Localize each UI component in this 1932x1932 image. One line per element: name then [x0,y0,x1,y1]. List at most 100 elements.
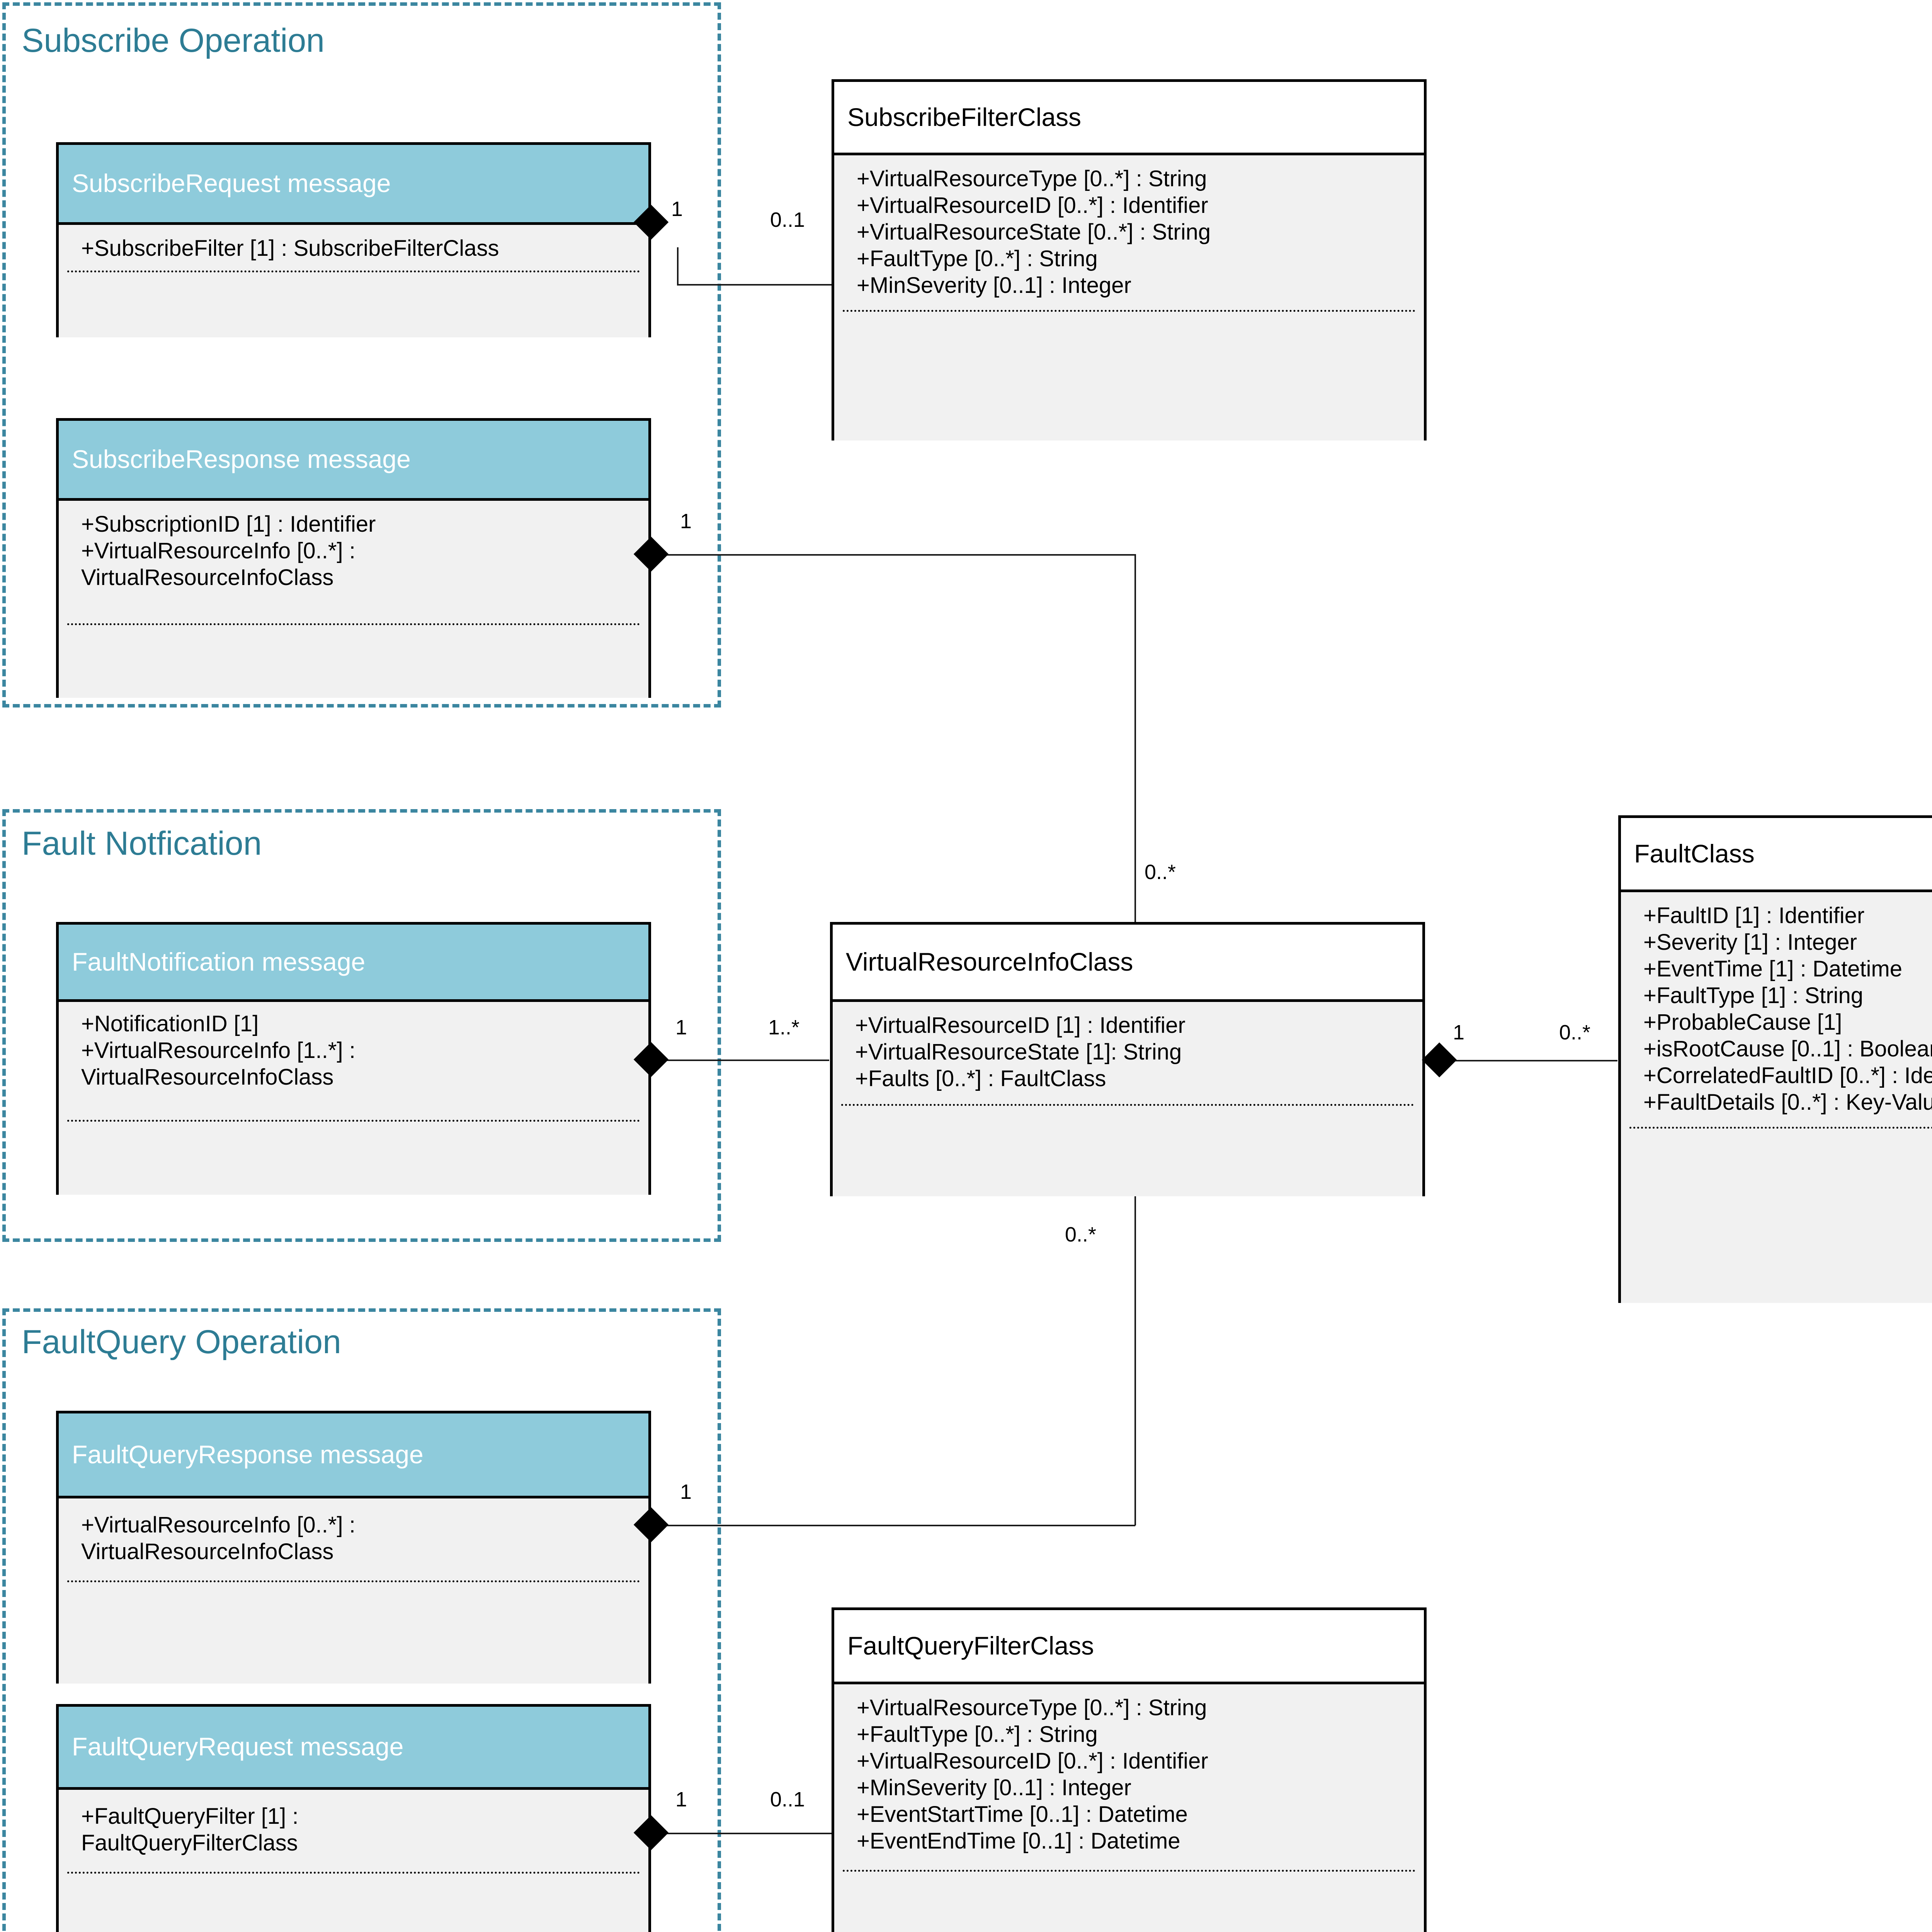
attribute-row: +CorrelatedFaultID [0..*] : Identifier [1643,1063,1932,1088]
group-title-fault-query-operation: FaultQuery Operation [22,1323,341,1361]
box-title-fault-class: FaultClass [1634,839,1755,868]
attribute-row: +VirtualResourceID [0..*] : Identifier [857,1748,1208,1774]
box-title-subscribe-request: SubscribeRequest message [72,169,391,198]
multiplicity-fault-class-end: 0..* [1559,1021,1591,1044]
attribute-row: +FaultDetails [0..*] : Key-Value pairs [1643,1090,1932,1115]
connector-fault-query-response-vri-horizontal [665,1525,1135,1526]
compartment-separator [843,310,1415,312]
box-title-fault-query-request: FaultQueryRequest message [72,1732,404,1761]
box-header-fault-class: FaultClass [1621,818,1932,892]
box-subscribe-request-message[interactable]: SubscribeRequest message +SubscribeFilte… [56,142,651,337]
compartment-separator [67,623,640,625]
compartment-separator [841,1104,1414,1106]
group-frame-fault-notification [2,809,721,1242]
attribute-row: +FaultType [0..*] : String [857,246,1098,272]
box-header-subscribe-request: SubscribeRequest message [59,145,648,225]
attribute-row: +Faults [0..*] : FaultClass [855,1066,1106,1092]
attribute-row: +isRootCause [0..1] : Boolean [1643,1036,1932,1062]
attribute-row: +FaultType [0..*] : String [857,1722,1098,1747]
group-frame-subscribe-operation [2,2,721,707]
attribute-row: +VirtualResourceID [0..*] : Identifier [857,193,1208,218]
attribute-row: +ProbableCause [1] [1643,1010,1842,1035]
compartment-separator [843,1870,1415,1872]
box-header-fault-query-request: FaultQueryRequest message [59,1707,648,1790]
compartment-separator [67,270,640,272]
box-fault-query-response-message[interactable]: FaultQueryResponse message +VirtualResou… [56,1411,651,1684]
attribute-row: +FaultID [1] : Identifier [1643,903,1865,928]
attribute-row: +VirtualResourceState [0..*] : String [857,219,1211,245]
box-body-subscribe-response: +SubscriptionID [1] : Identifier +Virtua… [59,501,648,698]
attribute-row: +MinSeverity [0..1] : Integer [857,1775,1131,1801]
box-body-fault-query-response: +VirtualResourceInfo [0..*] : VirtualRes… [59,1498,648,1684]
group-title-subscribe-operation: Subscribe Operation [22,22,325,59]
box-title-virtual-resource-info-class: VirtualResourceInfoClass [846,947,1133,976]
attribute-row: +VirtualResourceType [0..*] : String [857,1695,1207,1720]
box-body-fault-notification: +NotificationID [1] +VirtualResourceInfo… [59,1002,648,1195]
box-header-fault-query-filter-class: FaultQueryFilterClass [834,1610,1424,1684]
box-body-fault-query-request: +FaultQueryFilter [1] : FaultQueryFilter… [59,1790,648,1932]
box-title-fault-notification: FaultNotification message [72,947,366,976]
attribute-row: +VirtualResourceType [0..*] : String [857,166,1207,191]
compartment-separator [1629,1127,1932,1129]
box-fault-notification-message[interactable]: FaultNotification message +NotificationI… [56,922,651,1195]
box-subscribe-filter-class[interactable]: SubscribeFilterClass +VirtualResourceTyp… [832,79,1427,440]
multiplicity-subscribe-filter-class-end: 0..1 [770,208,805,231]
compartment-separator [67,1872,640,1874]
attribute-row: +VirtualResourceInfo [0..*] : VirtualRes… [81,1512,355,1565]
connector-subscribe-response-vri-vertical [1134,554,1136,922]
box-title-subscribe-filter-class: SubscribeFilterClass [847,102,1082,131]
connector-subscribe-request-filter-vertical [677,247,679,285]
box-fault-query-request-message[interactable]: FaultQueryRequest message +FaultQueryFil… [56,1704,651,1932]
multiplicity-fault-query-response-end: 1 [680,1480,692,1503]
multiplicity-subscribe-request-end: 1 [671,197,683,221]
connector-fault-query-request-filter-horizontal [665,1833,832,1834]
connector-fault-notification-vri-horizontal [665,1060,829,1061]
box-title-fault-query-filter-class: FaultQueryFilterClass [847,1631,1094,1660]
box-title-subscribe-response: SubscribeResponse message [72,445,411,474]
attribute-row: +EventEndTime [0..1] : Datetime [857,1828,1180,1854]
attribute-row: +SubscribeFilter [1] : SubscribeFilterCl… [81,236,499,261]
compartment-separator [67,1120,640,1122]
box-virtual-resource-info-class[interactable]: VirtualResourceInfoClass +VirtualResourc… [830,922,1425,1196]
connector-vri-fault-class-horizontal [1453,1060,1617,1061]
attribute-row: +NotificationID [1] [81,1011,259,1036]
box-body-fault-class: +FaultID [1] : Identifier +Severity [1] … [1621,892,1932,1303]
connector-fault-query-response-vri-vertical [1134,1196,1136,1526]
box-header-virtual-resource-info-class: VirtualResourceInfoClass [833,925,1422,1002]
attribute-row: +Severity [1] : Integer [1643,930,1857,955]
box-subscribe-response-message[interactable]: SubscribeResponse message +SubscriptionI… [56,418,651,698]
box-header-subscribe-filter-class: SubscribeFilterClass [834,82,1424,155]
attribute-row: +MinSeverity [0..1] : Integer [857,273,1131,298]
attribute-row: +VirtualResourceState [1]: String [855,1039,1182,1065]
connector-subscribe-request-filter-horizontal [677,284,832,286]
box-body-fault-query-filter-class: +VirtualResourceType [0..*] : String +Fa… [834,1684,1424,1932]
group-title-fault-notification: Fault Notfication [22,825,262,862]
attribute-row: +VirtualResourceInfo [0..*] : VirtualRes… [81,538,355,590]
box-header-subscribe-response: SubscribeResponse message [59,421,648,501]
box-header-fault-query-response: FaultQueryResponse message [59,1413,648,1498]
box-body-virtual-resource-info-class: +VirtualResourceID [1] : Identifier +Vir… [833,1002,1422,1196]
attribute-row: +EventTime [1] : Datetime [1643,956,1902,982]
multiplicity-virtual-resource-info-top-end: 0..* [1145,861,1176,884]
group-frame-fault-query-operation [2,1308,721,1932]
attribute-row: +EventStartTime [0..1] : Datetime [857,1802,1188,1827]
box-header-fault-notification: FaultNotification message [59,925,648,1002]
attribute-row: +FaultType [1] : String [1643,983,1864,1009]
multiplicity-virtual-resource-info-right-end: 1 [1453,1021,1465,1044]
multiplicity-fault-notification-end: 1 [675,1016,687,1039]
box-body-subscribe-request: +SubscribeFilter [1] : SubscribeFilterCl… [59,225,648,337]
multiplicity-fault-query-filter-class-end: 0..1 [770,1788,805,1811]
attribute-row: +FaultQueryFilter [1] : FaultQueryFilter… [81,1804,299,1856]
box-fault-query-filter-class[interactable]: FaultQueryFilterClass +VirtualResourceTy… [832,1607,1427,1932]
attribute-row: +VirtualResourceID [1] : Identifier [855,1013,1185,1038]
multiplicity-virtual-resource-info-bottom-end: 0..* [1065,1223,1097,1246]
attribute-row: +SubscriptionID [1] : Identifier [81,512,376,537]
aggregation-diamond-virtual-resource-info [1422,1042,1457,1078]
box-fault-class[interactable]: FaultClass +FaultID [1] : Identifier +Se… [1618,815,1932,1303]
multiplicity-virtual-resource-info-left-end: 1..* [768,1016,800,1039]
connector-subscribe-response-vri-horizontal [665,554,1135,556]
compartment-separator [67,1580,640,1582]
multiplicity-fault-query-request-end: 1 [675,1788,687,1811]
box-title-fault-query-response: FaultQueryResponse message [72,1440,423,1469]
